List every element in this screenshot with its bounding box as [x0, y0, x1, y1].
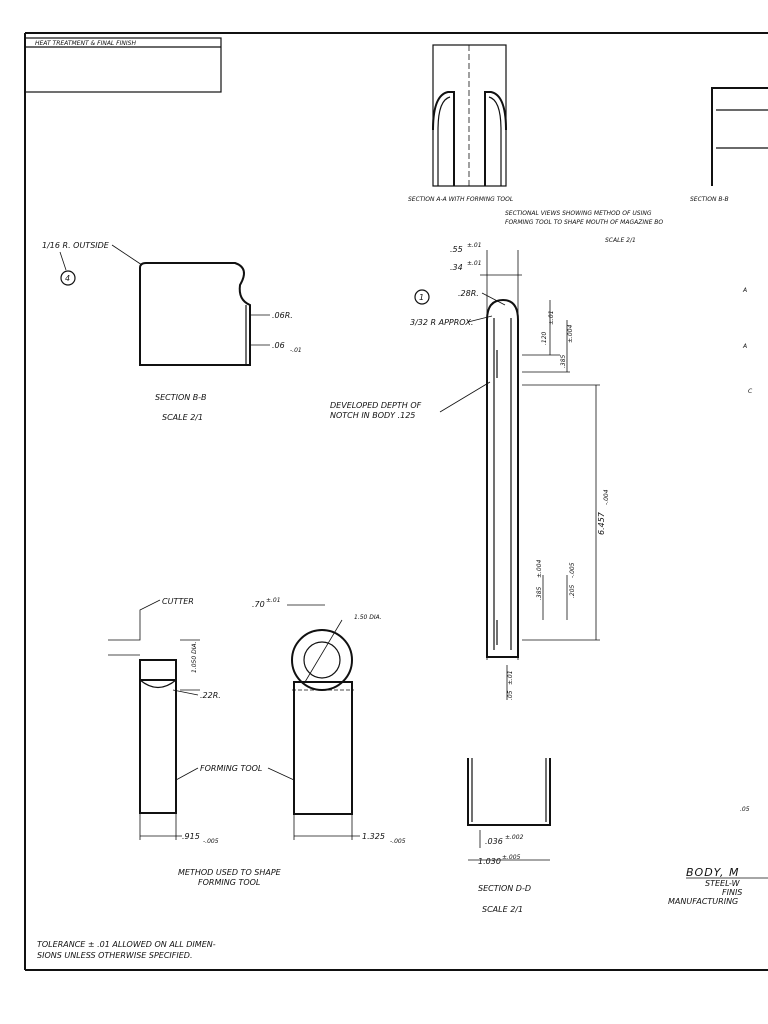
forming-tool-caption2: FORMING TOOL [198, 878, 260, 887]
section-bb-caption: SECTION B-B [155, 393, 207, 402]
dim-70: .70 [252, 600, 265, 609]
dim-385-top: .385 [560, 354, 567, 368]
dim-22r: .22R. [200, 691, 221, 700]
section-mark-a2: A [742, 343, 747, 350]
dim-55: .55 [450, 245, 463, 254]
section-mark-c: C [748, 388, 753, 395]
tolerance-note: TOLERANCE ± .01 ALLOWED ON ALL DIMEN- SI… [37, 940, 216, 960]
callout-number: 4 [65, 274, 70, 283]
dim-385-top-tol: ±.004 [567, 324, 574, 343]
dim-05-tol: ±.01 [507, 670, 514, 685]
section-aa-caption: SECTION A-A WITH FORMING TOOL [408, 196, 513, 203]
dim-1030-tol: ±.005 [502, 854, 521, 861]
dim-036: .036 [485, 837, 503, 846]
dim-70-tol: ±.01 [266, 597, 281, 604]
dim-120-tol: ±.01 [548, 310, 555, 325]
dim-205-tol: -.005 [569, 562, 576, 578]
dim-06: .06 [272, 341, 285, 350]
forming-tool-caption1: METHOD USED TO SHAPE [178, 868, 282, 877]
title-dim-05: .05 [740, 806, 750, 813]
callout-1-number: 1 [419, 293, 424, 302]
callout-bubble-1 [414, 289, 430, 305]
dim-1325: 1.325 [362, 832, 385, 841]
dim-915: .915 [182, 832, 200, 841]
body-elevation-view: .55 ±.01 .34 ±.01 .28R. 1 3/32 R APPROX.… [330, 242, 753, 700]
callout-bubble [60, 270, 76, 286]
dim-385-bot-tol: ±.004 [536, 559, 543, 578]
sectional-note-line2: FORMING TOOL TO SHAPE MOUTH OF MAGAZINE … [505, 219, 663, 226]
section-dd-view: .036 ±.002 1.030 ±.005 SECTION D-D SCALE… [467, 758, 551, 914]
dim-1050dia: 1.050 DIA. [191, 641, 198, 673]
dim-55-tol: ±.01 [467, 242, 482, 249]
section-bb-view: 1/16 R. OUTSIDE 4 .06R. .06 -.01 SECTION… [42, 241, 302, 422]
section-bb-top-view: SECTION B-B [690, 87, 768, 203]
notch-note-line1: DEVELOPED DEPTH OF [330, 401, 422, 410]
heat-treatment-box: HEAT TREATMENT & FINAL FINISH [24, 37, 222, 93]
dim-28r: .28R. [458, 289, 479, 298]
dim-915-tol: -.005 [203, 838, 219, 845]
part-material: STEEL-W [705, 879, 741, 888]
forming-tool-label: FORMING TOOL [200, 764, 262, 773]
section-dd-scale: SCALE 2/1 [482, 905, 523, 914]
part-name: BODY, M [686, 866, 739, 879]
sectional-note-scale: SCALE 2/1 [605, 237, 636, 244]
forming-tool-view: CUTTER 1.050 DIA. .22R. .70 ±.01 1.50 DI… [108, 597, 406, 887]
dim-05: .05 [507, 690, 514, 700]
tolerance-line2: SIONS UNLESS OTHERWISE SPECIFIED. [37, 951, 192, 960]
sheet-border [24, 32, 768, 971]
sectional-note-line1: SECTIONAL VIEWS SHOWING METHOD OF USING [505, 210, 652, 217]
dim-1325-tol: -.005 [390, 838, 406, 845]
section-bb-scale: SCALE 2/1 [162, 413, 203, 422]
section-bb-top-caption: SECTION B-B [690, 196, 729, 203]
dim-06r: .06R. [272, 311, 293, 320]
notch-note-line2: NOTCH IN BODY .125 [330, 411, 415, 420]
dim-120: .120 [541, 331, 548, 345]
dim-036-tol: ±.002 [505, 834, 524, 841]
title-block: .05 BODY, M STEEL-W FINIS MANUFACTURING [668, 806, 768, 906]
dim-6457: 6.457 [597, 511, 606, 535]
dim-6457-tol: -.004 [603, 489, 610, 505]
tolerance-line1: TOLERANCE ± .01 ALLOWED ON ALL DIMEN- [37, 940, 216, 949]
dim-150dia: 1.50 DIA. [354, 614, 382, 621]
heat-treatment-label: HEAT TREATMENT & FINAL FINISH [35, 40, 136, 47]
section-dd-caption: SECTION D-D [478, 884, 531, 893]
r-approx-label: 3/32 R APPROX. [410, 318, 473, 327]
part-finish: FINIS [722, 888, 742, 897]
section-aa-view: SECTION A-A WITH FORMING TOOL [408, 44, 513, 203]
radius-outside-label: 1/16 R. OUTSIDE [42, 241, 110, 250]
dim-06-tol: -.01 [290, 347, 302, 354]
section-mark-a1: A [742, 287, 747, 294]
dim-34-tol: ±.01 [467, 260, 482, 267]
part-manufacturing: MANUFACTURING [668, 897, 738, 906]
sectional-views-note: SECTIONAL VIEWS SHOWING METHOD OF USING … [505, 210, 663, 244]
dim-385-bot: .385 [536, 586, 543, 600]
dim-1030: 1.030 [478, 857, 501, 866]
dim-205: .205 [569, 584, 576, 598]
cutter-label: CUTTER [162, 597, 194, 606]
dim-34: .34 [450, 263, 463, 272]
